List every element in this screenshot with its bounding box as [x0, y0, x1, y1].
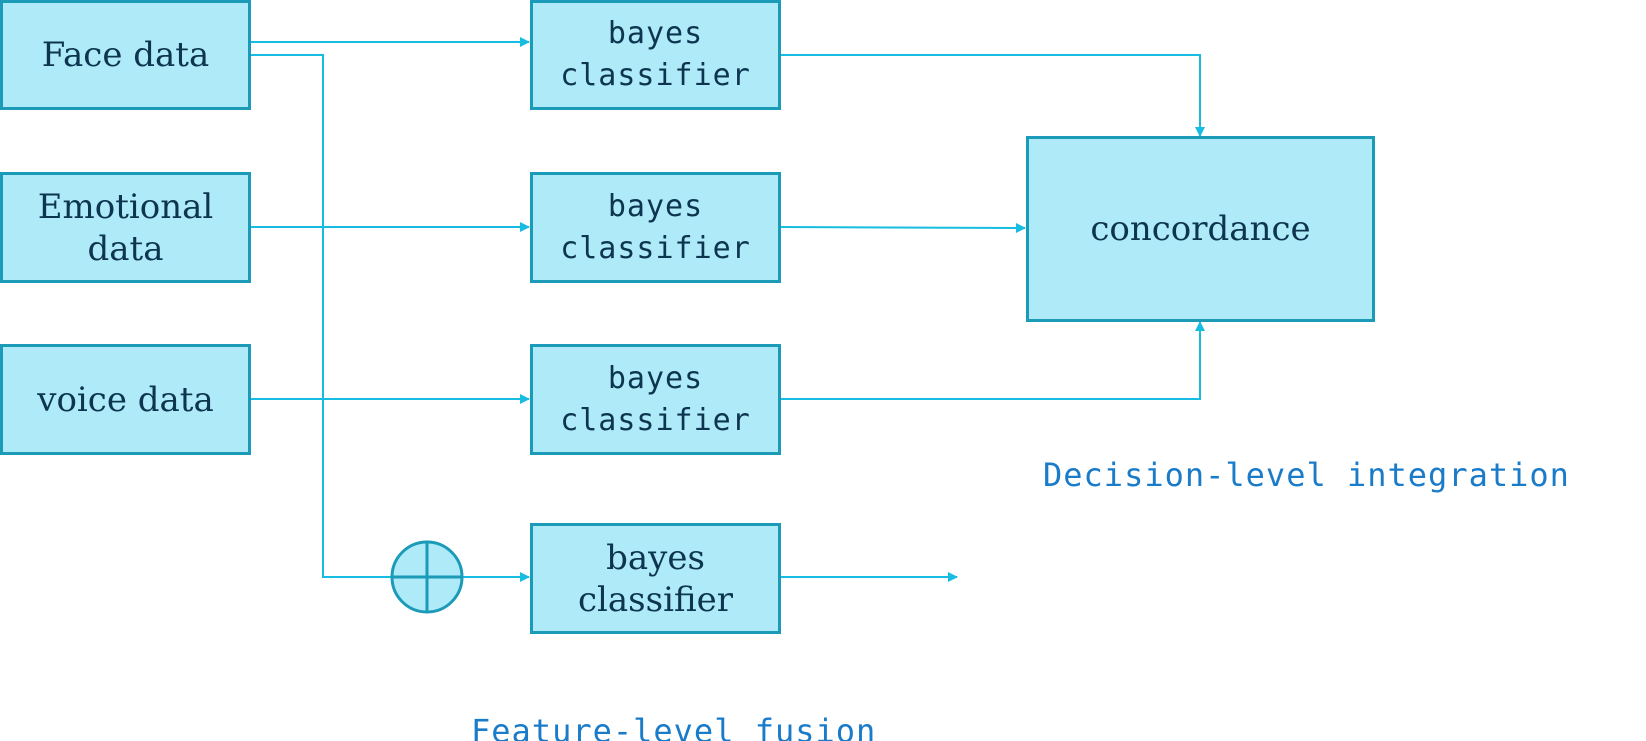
classifier-4-line2: classifier: [577, 579, 733, 620]
circled-plus-icon: [390, 540, 464, 614]
concordance-label: concordance: [1090, 209, 1311, 249]
voice-data-box: voice data: [0, 344, 251, 455]
classifier-3-line1: bayes: [607, 360, 704, 396]
classifier-4-line1: bayes: [606, 537, 705, 578]
bayes-classifier-4: bayes classifier: [530, 523, 781, 634]
classifier-1-line1: bayes: [607, 16, 704, 51]
arrow-classifier-1-to-concordance: [780, 54, 1205, 137]
emotional-data-label-line2: data: [87, 228, 164, 269]
voice-data-label: voice data: [37, 379, 214, 420]
feature-level-caption: Feature-level fusion: [471, 712, 877, 741]
bayes-classifier-2: bayes classifier: [530, 172, 781, 283]
bayes-classifier-3: bayes classifier: [530, 344, 781, 455]
decision-level-caption: Decision-level integration: [1043, 456, 1570, 494]
emotional-data-box: Emotional data: [0, 172, 251, 283]
classifier-2-line1: bayes: [607, 188, 704, 224]
arrow-classifier-3-to-concordance: [780, 321, 1205, 400]
arrow-classifier-2-to-concordance: [779, 222, 1026, 233]
face-data-box: Face data: [0, 0, 251, 110]
face-data-label: Face data: [41, 35, 210, 75]
bayes-classifier-1: bayes classifier: [530, 0, 781, 110]
classifier-1-line2: classifier: [560, 58, 751, 93]
wire-face-to-fusion: [250, 54, 392, 578]
emotional-data-label-line1: Emotional: [37, 186, 214, 227]
classifier-3-line2: classifier: [560, 402, 751, 438]
classifier-2-line2: classifier: [560, 230, 751, 266]
concordance-box: concordance: [1026, 136, 1375, 322]
